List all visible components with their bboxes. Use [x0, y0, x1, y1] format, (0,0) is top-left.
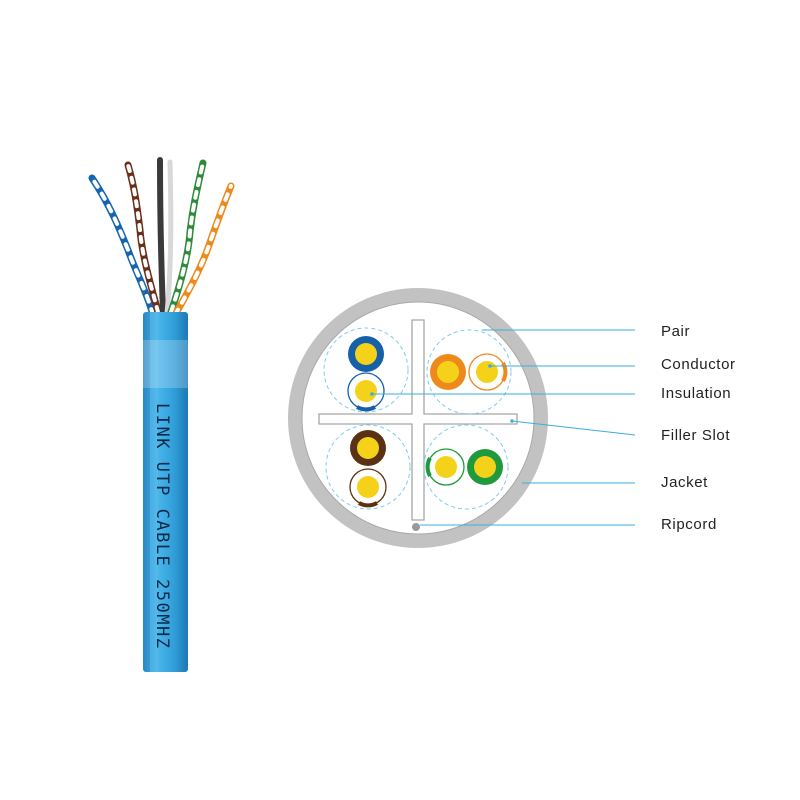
label-ripcord: Ripcord: [661, 516, 717, 533]
pair-orange: [430, 353, 508, 391]
label-conductor: Conductor: [661, 356, 736, 373]
callout-labels: Pair Conductor Insulation Filler Slot Ja…: [661, 323, 736, 533]
label-insulation: Insulation: [661, 385, 731, 402]
twisted-pairs: [88, 157, 235, 319]
cable-jacket: [143, 312, 188, 672]
cable-jacket-highlight: [150, 312, 158, 672]
cable-illustration: LINK UTP CABLE 250MHZ: [88, 157, 235, 672]
cross-section: [288, 288, 548, 548]
pair-ring-blue: [323, 327, 409, 413]
filler-cross: [318, 319, 518, 521]
callout-lines: [372, 329, 636, 526]
pair-ring-orange: [426, 329, 512, 415]
pair-ring-brown: [325, 424, 411, 510]
label-filler-slot: Filler Slot: [661, 427, 730, 444]
label-pair: Pair: [661, 323, 690, 340]
cable-print-text: LINK UTP CABLE 250MHZ: [152, 403, 172, 649]
cable-jacket-band: [143, 340, 188, 388]
pair-blue: [347, 336, 385, 412]
pair-ring-green: [423, 424, 509, 510]
callout-line-filler-slot: [511, 420, 636, 436]
label-jacket: Jacket: [661, 474, 708, 491]
pair-brown: [349, 430, 387, 508]
ripcord-dot: [412, 523, 420, 531]
pair-green: [425, 448, 503, 486]
